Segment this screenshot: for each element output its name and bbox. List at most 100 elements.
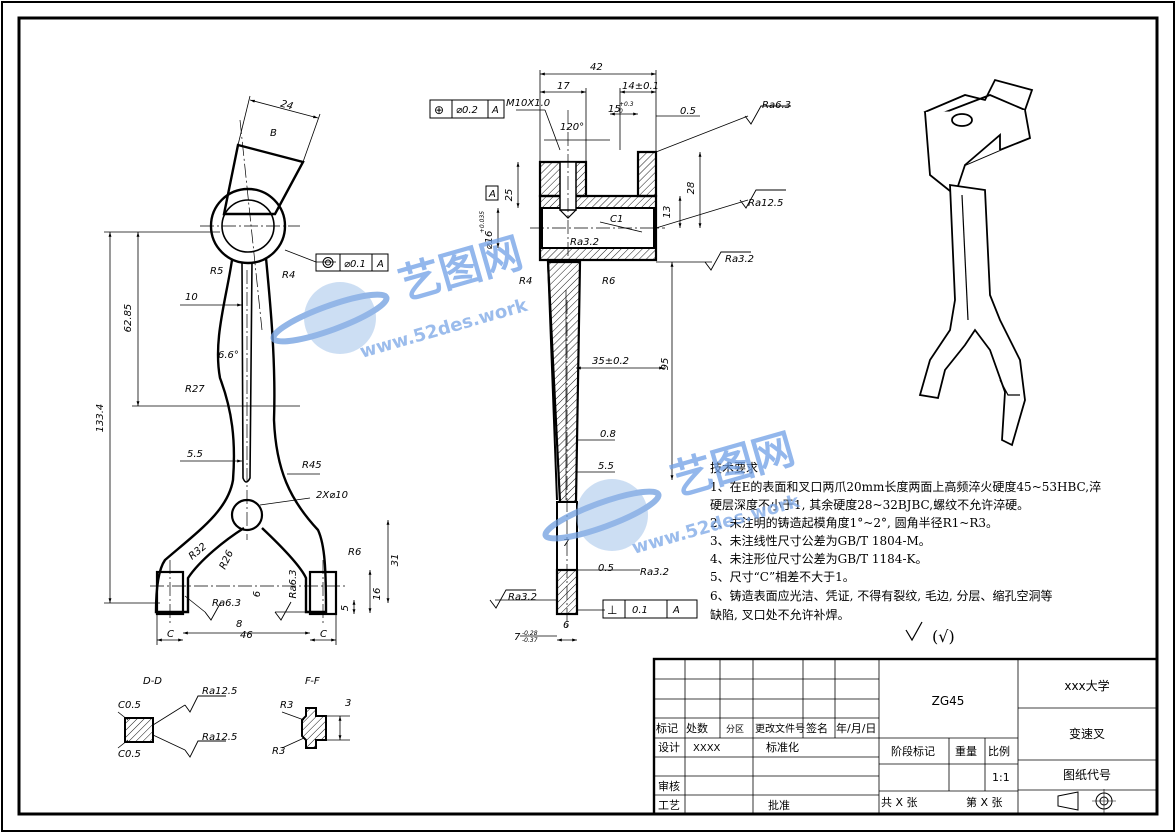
review-label: 审核 [658,779,680,793]
tol-value: ⌀0.1 [344,259,366,270]
designer: XXXX [693,743,721,754]
dim-120-deg: 120° [560,122,584,133]
dim-6: 6 [252,591,263,597]
dd-ra-top: Ra12.5 [202,686,237,697]
dim-35: 35±0.2 [592,356,629,367]
section-view-labels: 42 17 14±0.1 15 +0.3 0 0.5 M10X1.0 120° … [434,62,791,644]
scale-value: 1:1 [992,771,1010,784]
dim-5-5-section: 5.5 [598,461,614,472]
dim-14: 14±0.1 [622,81,659,92]
roughness-ra6-3-left: Ra6.3 [212,598,241,609]
roughness-general-icon [905,621,923,642]
datum-a: A [488,189,496,200]
university: xxx大学 [1064,678,1109,693]
dim-28: 28 [686,182,697,195]
rev-mark-label: 标记 [656,721,678,735]
dim-24: 24 [279,99,294,113]
dim-7: 7 [563,538,570,549]
roughness-12-5: Ra12.5 [748,198,783,209]
dim-7-bottom: 7 [514,632,521,643]
dim-r6-section: R6 [602,276,615,287]
isometric-view [918,78,1034,447]
section-ff-labels: F-F R3 R3 3 [272,676,351,757]
dd-ra-bottom: Ra12.5 [202,732,237,743]
dim-15-lower-tol: 0 [619,108,623,115]
rev-doc-label: 更改文件号 [755,722,805,735]
tech-requirements: 技术要求 1、在E的表面和叉口两爪20mm长度两面上高频淬火硬度45~53HBC… [710,461,1101,646]
title-block [652,657,1159,816]
dim-5: 5 [340,605,351,611]
dim-95: 95 [660,358,671,371]
section-ff [281,707,350,749]
title-block-text: ZG45 xxx大学 变速叉 图纸代号 标记 处数 分区 更改文件号 签名 年/… [656,678,1111,812]
scale-label: 比例 [988,744,1010,758]
dim-r45: R45 [302,460,322,471]
dim-thread: M10X1.0 [506,98,550,109]
dim-r6: R6 [348,547,361,558]
dim-2x-diam10: 2X⌀10 [316,490,348,501]
dim-10: 10 [185,292,198,303]
front-view-labels: 24 B R4 R5 10 62.85 6.6° R27 133.4 5.5 R… [95,99,401,641]
dd-c0-5-top: C0.5 [118,700,141,711]
ff-dim-3: 3 [345,698,351,709]
roughness-top: Ra6.3 [762,100,791,111]
dim-15: 15 [608,104,621,115]
tech-req-line-2: 硬层深度不小于1, 其余硬度28~32BJBC,螺纹不允许淬硬。 [710,497,1029,512]
dim-bore-tol: +0.035 [479,211,486,233]
tol-bottom-datum: A [672,605,680,616]
dim-r4-upper: R4 [282,270,295,281]
tech-req-line-5: 4、未注形位尺寸公差为GB/T 1184-K。 [710,551,927,566]
ff-r3-top: R3 [280,700,293,711]
tech-req-line-1: 1、在E的表面和叉口两爪20mm长度两面上高频淬火硬度45~53HBC,淬 [710,479,1101,494]
roughness-general-note: (√) [932,627,955,646]
dim-r26: R26 [218,549,236,571]
tol-top-datum: A [491,105,499,116]
roughness-claw: Ra3.2 [640,567,669,578]
approve-label: 批准 [768,798,790,812]
roughness-side: Ra3.2 [725,254,754,265]
dim-r4-section: R4 [519,276,532,287]
dim-r27: R27 [185,384,205,395]
sheet-number: 第 X 张 [966,795,1003,809]
watermark-brand: 艺图网 [393,228,528,310]
dim-46: 46 [240,630,253,641]
frame-border [17,16,1159,816]
dim-25: 25 [504,189,515,202]
tol-top-value: ⌀0.2 [456,105,478,116]
dim-bore-diam: ⌀16 [484,231,495,250]
roughness-bore: Ra3.2 [570,237,599,248]
tol-datum: A [376,259,384,270]
roughness-ra6-3-right: Ra6.3 [288,570,299,599]
dim-42: 42 [590,62,603,73]
design-label: 设计 [658,741,680,754]
tech-req-line-7: 6、铸造表面应光洁、凭证, 不得有裂纹, 毛边, 分层、缩孔空洞等 [710,588,1053,603]
front-view [104,95,390,645]
section-ff-title: F-F [305,676,320,687]
roughness-bottom: Ra3.2 [508,592,537,603]
watermark-top: 艺图网 www.52des.work [270,228,531,363]
dim-0-5-top: 0.5 [680,106,696,117]
position-symbol-icon: ⊕ [434,103,444,117]
ff-r3-bottom: R3 [272,746,285,757]
perpendicular-symbol-icon: ⊥ [607,603,617,617]
dim-133-4: 133.4 [95,404,106,433]
rev-count-label: 处数 [686,722,708,735]
dim-7-upper-tol: -0.28 [522,630,538,637]
dim-17: 17 [557,81,570,92]
dim-62-85: 62.85 [123,304,134,333]
dim-8: 8 [236,619,242,630]
rev-zone-label: 分区 [726,724,744,735]
dim-r5: R5 [210,266,223,277]
dim-c-left: C [167,629,174,640]
dim-c-right: C [320,629,327,640]
tol-bottom-value: 0.1 [632,605,648,616]
dim-6-section: 6 [563,620,569,631]
dim-0-5-bottom: 0.5 [598,563,614,574]
tech-req-line-6: 5、尺寸“C”相差不大于1。 [710,570,855,584]
rev-sign-label: 签名 [806,721,828,735]
section-mark-b: B [270,128,277,139]
dim-5-5: 5.5 [187,449,203,460]
standard-label: 标准化 [766,740,799,754]
